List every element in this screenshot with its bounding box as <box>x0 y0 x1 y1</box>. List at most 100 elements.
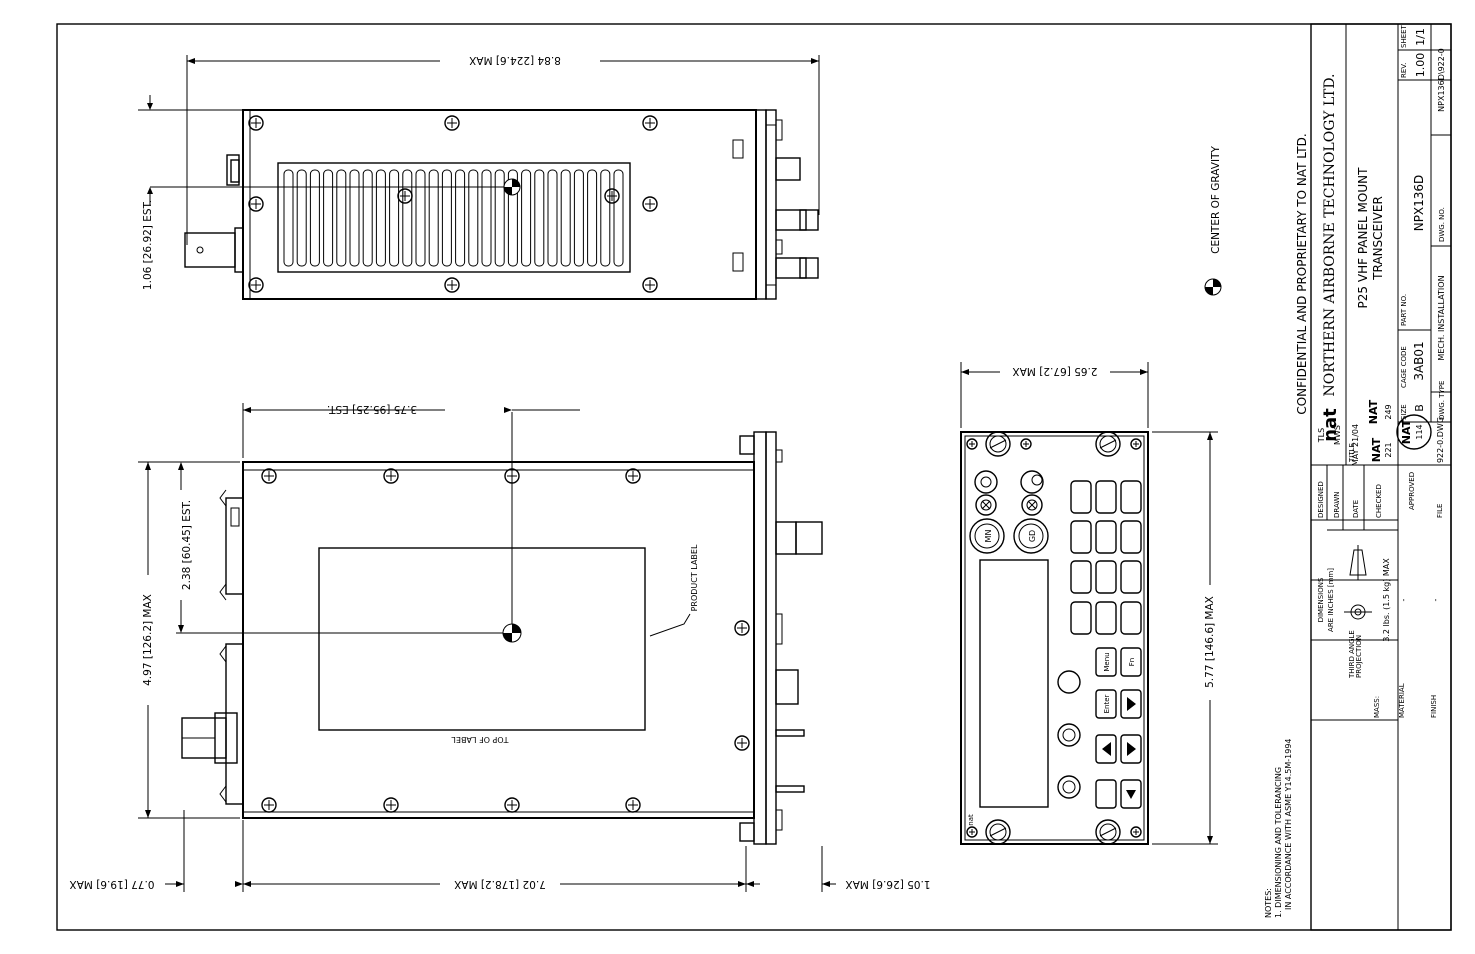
screw-icon <box>604 188 620 204</box>
keypad-key <box>1095 601 1117 635</box>
screw-icon <box>444 115 460 131</box>
dimensions-label: DIMENSIONS <box>1317 577 1325 622</box>
approved-label: APPROVED <box>1408 472 1416 510</box>
cg-legend-label: CENTER OF GRAVITY <box>1210 146 1222 254</box>
heatsink-fin <box>362 169 373 267</box>
company-name: NORTHERN AIRBORNE TECHNOLOGY LTD. <box>1322 74 1338 397</box>
dim-rear-connector: 0.77 [19.6] MAX <box>69 878 154 890</box>
title-label: TITLE <box>1348 443 1356 463</box>
menu-key-label: Menu <box>1103 652 1111 671</box>
screw-icon <box>261 468 277 484</box>
product-label-text: PRODUCT LABEL <box>690 544 699 611</box>
dim-knob-depth: 1.05 [26.6] MAX <box>845 878 930 890</box>
file-value: 922-0.DWG <box>1436 417 1445 463</box>
heatsink-fin <box>402 169 413 267</box>
logo-text: nat <box>1320 408 1341 442</box>
heatsink-fins-frame <box>277 162 631 273</box>
screw-icon <box>248 115 264 131</box>
approved-stamp-b: 114 <box>1415 424 1424 439</box>
dim-side-length: 7.02 [178.2] MAX <box>454 878 546 890</box>
heatsink-fin <box>507 169 518 267</box>
rev-label: REV. <box>1400 63 1408 78</box>
heatsink-fin <box>415 169 426 267</box>
material-label: MATERIAL <box>1398 683 1406 718</box>
screw-icon <box>383 797 399 813</box>
heatsink-fin <box>521 169 532 267</box>
keypad <box>1070 480 1142 635</box>
top-view <box>150 109 819 300</box>
screw-icon <box>1130 826 1142 838</box>
keypad-key <box>1095 480 1117 514</box>
top-view-screws <box>248 115 658 293</box>
heatsink-fin <box>283 169 294 267</box>
projection-symbol <box>1344 545 1372 620</box>
screw-icon <box>966 826 978 838</box>
screw-icon <box>261 797 277 813</box>
rev-value: 1.00 <box>1414 53 1427 78</box>
heatsink-fin <box>587 169 598 267</box>
screw-icon <box>625 797 641 813</box>
heatsink-fin <box>375 169 386 267</box>
dwg-type-value: MECH. INSTALLATION <box>1437 275 1446 360</box>
mn-knob <box>969 518 1005 554</box>
heatsink-fin <box>455 169 466 267</box>
heatsink-fins <box>283 169 624 267</box>
designed-label: DESIGNED <box>1317 481 1325 518</box>
notes-line1: 1. DIMENSIONING AND TOLERANCING <box>1274 767 1283 918</box>
dim-side-cg-y: 2.38 [60.45] EST. <box>181 500 193 590</box>
screw-icon <box>625 468 641 484</box>
heatsink-fin <box>560 169 571 267</box>
sheet-value: 1/1 <box>1414 28 1427 46</box>
enter-key-label: Enter <box>1103 694 1111 713</box>
third-angle-label: THIRD ANGLE <box>1348 630 1356 679</box>
screw-icon <box>1130 438 1142 450</box>
size-value: B <box>1413 404 1426 412</box>
side-view-screws <box>261 468 750 813</box>
screw-icon <box>248 196 264 212</box>
notes: NOTES: 1. DIMENSIONING AND TOLERANCING I… <box>1264 738 1293 918</box>
notes-heading: NOTES: <box>1264 888 1273 918</box>
approved-stamp-a: NAT <box>1400 419 1413 444</box>
screw-icon <box>642 196 658 212</box>
top-view-dimensions: 8.84 [224.6] MAX 1.06 [26.92] EST. <box>138 54 820 290</box>
screw-icon <box>642 277 658 293</box>
keypad-key <box>1070 520 1092 554</box>
heatsink-fin <box>441 169 452 267</box>
heatsink-fin <box>613 169 624 267</box>
title-line2: TRANSCEIVER <box>1371 196 1385 281</box>
dwg-type-label: DWG. TYPE <box>1438 381 1446 420</box>
part-value: NPX136D <box>1412 175 1426 232</box>
title-line1: P25 VHF PANEL MOUNT <box>1356 167 1370 309</box>
mn-knob-label: MN <box>984 530 993 543</box>
dimensions-units: ARE INCHES [mm] <box>1327 568 1335 632</box>
keypad-key <box>1070 601 1092 635</box>
top-of-label-text: TOP OF LABEL <box>451 735 510 744</box>
checked-stamp-c: NAT <box>1367 399 1380 424</box>
checked-stamp-d: 249 <box>1384 404 1393 419</box>
keypad-key <box>1095 560 1117 594</box>
checked-stamp-b: 221 <box>1384 442 1393 457</box>
screw-icon <box>397 188 413 204</box>
heatsink-fin <box>336 169 347 267</box>
heatsink-fin <box>534 169 545 267</box>
heatsink-fin <box>468 169 479 267</box>
front-brand-label: nat <box>967 814 975 826</box>
material-value: - <box>1399 598 1408 601</box>
dim-top-height: 1.06 [26.92] EST. <box>142 200 154 290</box>
keypad-key <box>1120 520 1142 554</box>
dwg-no-value: NPX136D\922-0 <box>1437 48 1446 112</box>
heatsink-fin <box>547 169 558 267</box>
heatsink-fin <box>349 169 360 267</box>
dwg-no-label: DWG. NO. <box>1438 207 1446 242</box>
screw-icon <box>383 468 399 484</box>
heatsink-fin <box>428 169 439 267</box>
dim-side-cg-x: 3.75 [95.25] EST. <box>327 403 417 415</box>
dim-front-width: 2.65 [67.2] MAX <box>1012 365 1097 377</box>
heatsink-fin <box>309 169 320 267</box>
panel-fastener-icon <box>1095 819 1121 845</box>
heatsink-fin <box>494 169 505 267</box>
cg-legend: CENTER OF GRAVITY <box>1204 146 1222 296</box>
product-label-box <box>318 547 646 731</box>
file-label: FILE <box>1436 504 1444 518</box>
